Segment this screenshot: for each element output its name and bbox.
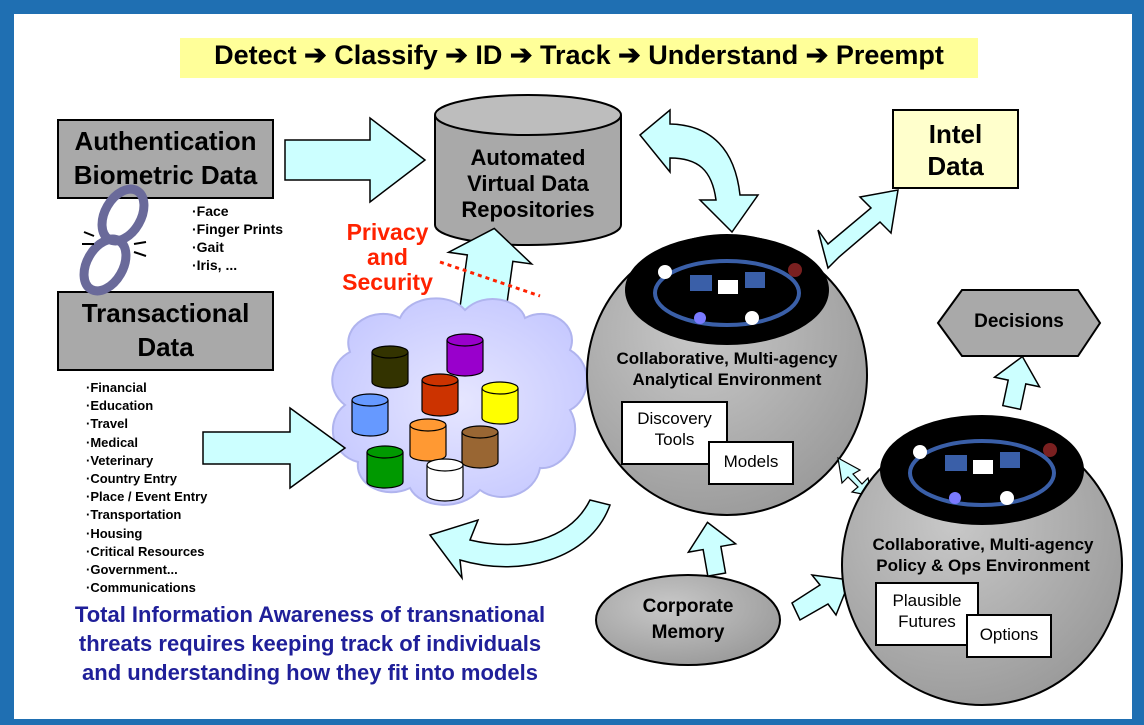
transaction-item: Place / Event Entry — [86, 488, 207, 506]
transactional-line1: Transactional — [81, 298, 250, 328]
transaction-item: Travel — [86, 415, 207, 433]
analytical-label: Collaborative, Multi-agency Analytical E… — [587, 348, 867, 390]
repository-cylinder — [434, 94, 622, 246]
transaction-item: Financial — [86, 379, 207, 397]
discovery-line1: Discovery — [637, 409, 712, 428]
discovery-line2: Tools — [654, 430, 695, 449]
broken-chain-icon — [79, 184, 149, 296]
database-cylinder — [371, 345, 409, 389]
models-label: Models — [723, 452, 779, 471]
repository-line3: Repositories — [461, 197, 595, 222]
corporate-memory-line1: Corporate — [642, 596, 734, 617]
transaction-item: Medical — [86, 434, 207, 452]
transaction-item: Education — [86, 397, 207, 415]
policy-label: Collaborative, Multi-agency Policy & Ops… — [843, 534, 1123, 576]
footer-line3: and understanding how they fit into mode… — [82, 660, 538, 685]
corporate-memory-label: Corporate Memory — [596, 594, 780, 646]
authentication-box — [57, 119, 274, 199]
repo-to-analytical-arrow — [638, 108, 760, 234]
discovery-tools-label: Discovery Tools — [622, 408, 727, 450]
transactional-to-cloud-arrow — [202, 406, 347, 490]
transaction-item: Veterinary — [86, 452, 207, 470]
transaction-item: Communications — [86, 579, 207, 597]
policy-operations-room — [880, 415, 1084, 525]
transactional-box — [57, 291, 274, 371]
intel-label: Intel Data — [893, 118, 1018, 182]
decisions-label: Decisions — [974, 311, 1064, 332]
options-box — [966, 614, 1052, 658]
database-cylinder — [421, 373, 459, 417]
memory-to-policy-arrow — [791, 574, 852, 622]
footer-line2: threats requires keeping track of indivi… — [78, 631, 542, 656]
database-cylinder — [426, 458, 464, 502]
privacy-label: Privacy and Security — [330, 220, 445, 295]
intel-box — [892, 109, 1019, 189]
analytical-operations-room — [625, 235, 829, 345]
policy-line2: Policy & Ops Environment — [876, 556, 1090, 575]
database-group — [351, 333, 519, 502]
transactional-label: Transactional Data — [58, 296, 273, 364]
transaction-item: Government... — [86, 561, 207, 579]
footer-statement: Total Information Awareness of transnati… — [30, 600, 590, 687]
authentication-line2: Biometric Data — [73, 160, 258, 190]
privacy-boundary-line — [439, 260, 541, 298]
corporate-memory-line2: Memory — [651, 622, 725, 643]
biometric-list: Face Finger Prints Gait Iris, ... — [192, 202, 283, 274]
footer-line1: Total Information Awareness of transnati… — [74, 602, 546, 627]
privacy-line2: and — [367, 244, 408, 270]
transaction-item: Country Entry — [86, 470, 207, 488]
repository-line2: Virtual Data — [467, 171, 589, 196]
transactional-line2: Data — [137, 332, 194, 362]
header-bar — [180, 38, 978, 78]
biometric-item: Finger Prints — [192, 220, 283, 238]
plausible-line2: Futures — [898, 612, 956, 631]
biometric-item: Iris, ... — [192, 256, 283, 274]
intel-line2: Data — [927, 151, 984, 181]
decisions-hexagon — [936, 289, 1102, 357]
biometric-item: Gait — [192, 238, 283, 256]
biometric-item: Face — [192, 202, 283, 220]
authentication-label: Authentication Biometric Data — [58, 124, 273, 192]
models-box — [708, 441, 794, 485]
options-label: Options — [979, 625, 1039, 644]
privacy-line1: Privacy — [346, 219, 429, 245]
database-cylinder — [351, 393, 389, 437]
memory-to-analytical-arrow — [686, 521, 738, 578]
database-cylinder — [446, 333, 484, 377]
authentication-line1: Authentication — [74, 126, 257, 156]
plausible-line1: Plausible — [892, 591, 962, 610]
policy-to-decisions-arrow — [992, 355, 1041, 411]
analytical-to-cloud-arrow — [428, 499, 611, 581]
database-cylinder — [481, 381, 519, 425]
database-cylinder — [461, 425, 499, 469]
corporate-memory-ellipse — [595, 574, 781, 666]
transaction-item: Transportation — [86, 506, 207, 524]
database-cylinder — [409, 418, 447, 462]
repository-label: Automated Virtual Data Repositories — [435, 145, 621, 223]
plausible-futures-box — [875, 582, 979, 646]
auth-to-repo-arrow — [284, 116, 427, 204]
repository-line1: Automated — [470, 145, 586, 170]
transaction-item: Housing — [86, 525, 207, 543]
database-cylinder — [366, 445, 404, 489]
pipeline-header: Detect ➔ Classify ➔ ID ➔ Track ➔ Underst… — [214, 40, 944, 70]
transaction-list: Financial Education Travel Medical Veter… — [86, 379, 207, 597]
analytical-line1: Collaborative, Multi-agency — [616, 349, 838, 368]
analytical-line2: Analytical Environment — [632, 370, 822, 389]
intel-line1: Intel — [928, 119, 983, 149]
transaction-item: Critical Resources — [86, 543, 207, 561]
policy-line1: Collaborative, Multi-agency — [872, 535, 1094, 554]
privacy-line3: Security — [342, 269, 433, 295]
plausible-futures-label: Plausible Futures — [876, 590, 978, 632]
intel-analytical-arrow — [817, 189, 899, 270]
